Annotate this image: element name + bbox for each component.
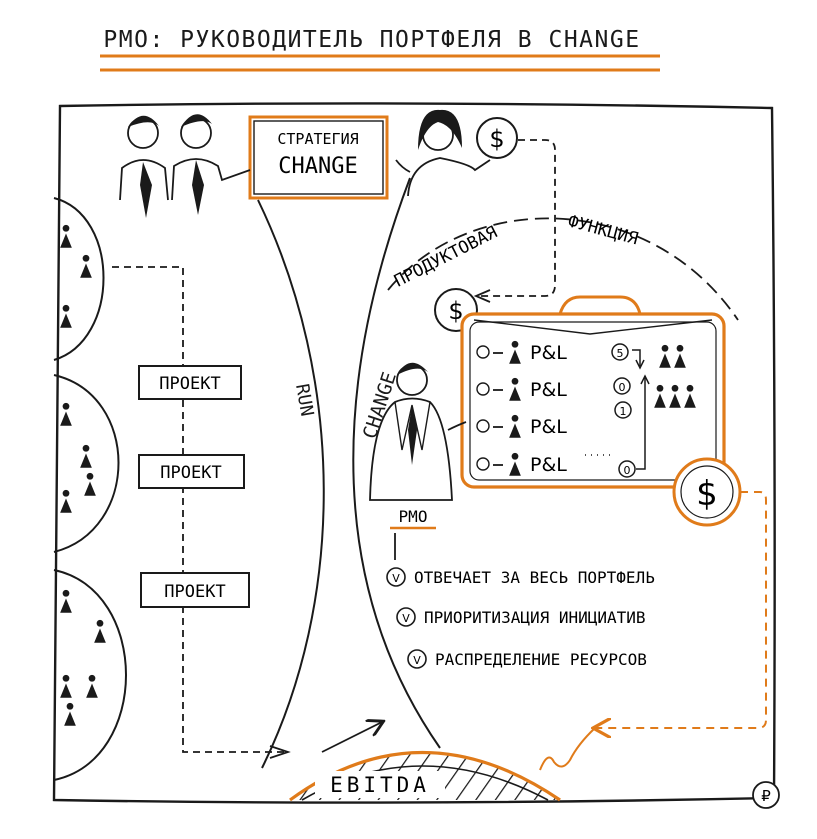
idea-bulb-icon bbox=[476, 419, 490, 433]
manager-figure-2 bbox=[171, 114, 251, 215]
page-title: PMO: РУКОВОДИТЕЛЬ ПОРТФЕЛЯ В CHANGE bbox=[103, 27, 640, 53]
revenue-swirl bbox=[539, 727, 596, 771]
people-icons-left bbox=[60, 224, 106, 726]
run-label: RUN bbox=[291, 382, 317, 418]
person-icon bbox=[60, 674, 72, 698]
responsibility-item-2: V ПРИОРИТИЗАЦИЯ ИНИЦИАТИВ bbox=[396, 607, 646, 627]
check-mark-3: V bbox=[413, 654, 421, 667]
counter-0-a: 0 bbox=[613, 377, 631, 395]
person-icon bbox=[80, 254, 92, 278]
portfolio-case bbox=[460, 295, 726, 489]
project-box-2: ПРОЕКТ bbox=[138, 454, 245, 489]
person-icon bbox=[60, 589, 72, 613]
pl-rows: P&L P&L P&L P&L bbox=[476, 340, 615, 476]
person-icon bbox=[60, 224, 72, 248]
dollar-coin-top-symbol: $ bbox=[489, 125, 504, 153]
person-icon bbox=[659, 344, 671, 368]
pmo-label: PMO bbox=[399, 507, 428, 526]
idea-bulb-icon bbox=[476, 345, 490, 359]
responsibility-item-3: V РАСПРЕДЕЛЕНИЕ РЕСУРСОВ bbox=[407, 649, 647, 669]
ebitda-label: EBITDA bbox=[330, 773, 430, 797]
responsibility-text-2: ПРИОРИТИЗАЦИЯ ИНИЦИАТИВ bbox=[424, 608, 646, 627]
pl-label: P&L bbox=[530, 342, 567, 364]
counter-1: 1 bbox=[614, 401, 632, 419]
run-arc bbox=[257, 199, 325, 769]
check-mark-1: V bbox=[392, 572, 400, 585]
person-icon bbox=[60, 489, 72, 513]
person-icon bbox=[94, 619, 106, 643]
team-blob-1 bbox=[53, 197, 105, 361]
woman-figure bbox=[395, 109, 491, 197]
person-icon bbox=[86, 674, 98, 698]
strategy-label-2: CHANGE bbox=[278, 154, 357, 179]
dollar-coin-top: $ bbox=[476, 117, 518, 159]
product-function-arc bbox=[387, 217, 739, 321]
dollar-coin-large-symbol: $ bbox=[696, 474, 718, 514]
project-box-3: ПРОЕКТ bbox=[140, 572, 250, 608]
responsibility-text-1: ОТВЕЧАЕТ ЗА ВЕСЬ ПОРТФЕЛЬ bbox=[414, 568, 655, 587]
person-icon bbox=[60, 304, 72, 328]
person-icon bbox=[654, 384, 666, 408]
project-label-1: ПРОЕКТ bbox=[159, 374, 220, 394]
product-arc-label-2: ФУНКЦИЯ bbox=[566, 212, 640, 250]
counter-arrow-down-head bbox=[635, 359, 645, 370]
person-icon bbox=[509, 340, 521, 364]
person-icon bbox=[674, 344, 686, 368]
counter-0-b-value: 0 bbox=[624, 464, 631, 477]
ebitda-label-bg bbox=[315, 771, 445, 798]
product-arc-label-1: ПРОДУКТОВАЯ bbox=[391, 223, 500, 292]
person-icon bbox=[509, 414, 521, 438]
pl-label: P&L bbox=[530, 454, 567, 476]
growth-arrow bbox=[321, 722, 382, 753]
team-blob-3 bbox=[53, 569, 127, 781]
dollar-coin-mid-symbol: $ bbox=[448, 297, 463, 325]
check-mark-2: V bbox=[402, 612, 410, 625]
manager-figure-1 bbox=[119, 115, 169, 218]
counter-5-value: 5 bbox=[617, 347, 624, 360]
coin-flow-arrow bbox=[473, 289, 491, 303]
person-icon bbox=[509, 452, 521, 476]
project-box-1: ПРОЕКТ bbox=[138, 365, 242, 400]
counter-arrow-down bbox=[632, 349, 641, 366]
responsibility-item-1: V ОТВЕЧАЕТ ЗА ВЕСЬ ПОРТФЕЛЬ bbox=[386, 567, 655, 587]
pl-label: P&L bbox=[530, 416, 567, 438]
pmo-figure bbox=[369, 362, 467, 501]
counter-0-b: 0 bbox=[618, 460, 636, 478]
strategy-label-1: СТРАТЕГИЯ bbox=[277, 130, 358, 148]
dollar-coin-large: $ bbox=[672, 457, 742, 527]
person-icon bbox=[669, 384, 681, 408]
change-arc bbox=[352, 177, 441, 749]
revenue-flow-dashed bbox=[595, 491, 767, 728]
project-label-3: ПРОЕКТ bbox=[164, 582, 225, 602]
strategy-board: СТРАТЕГИЯ CHANGE bbox=[248, 115, 389, 200]
coin-flow-dashed bbox=[478, 139, 556, 297]
idea-bulb-icon bbox=[476, 382, 490, 396]
person-icon bbox=[84, 472, 96, 496]
person-icon bbox=[509, 377, 521, 401]
project-flow-line bbox=[112, 266, 285, 753]
person-icon bbox=[64, 702, 76, 726]
people-icons-case bbox=[654, 344, 696, 408]
responsibility-text-3: РАСПРЕДЕЛЕНИЕ РЕСУРСОВ bbox=[435, 650, 647, 669]
counter-arrow-up-head bbox=[640, 374, 650, 385]
ruble-badge bbox=[752, 781, 780, 809]
ruble-symbol: ₽ bbox=[761, 787, 771, 805]
pl-label: P&L bbox=[530, 379, 567, 401]
counter-5: 5 bbox=[611, 343, 629, 361]
counter-arrow-up bbox=[636, 376, 646, 470]
person-icon bbox=[60, 402, 72, 426]
person-icon bbox=[684, 384, 696, 408]
counter-0-a-value: 0 bbox=[619, 381, 626, 394]
counter-1-value: 1 bbox=[620, 405, 627, 418]
idea-bulb-icon bbox=[476, 457, 490, 471]
person-icon bbox=[80, 444, 92, 468]
project-flow-arrow bbox=[269, 745, 291, 759]
team-blob-2 bbox=[53, 374, 120, 553]
project-label-2: ПРОЕКТ bbox=[160, 463, 221, 483]
